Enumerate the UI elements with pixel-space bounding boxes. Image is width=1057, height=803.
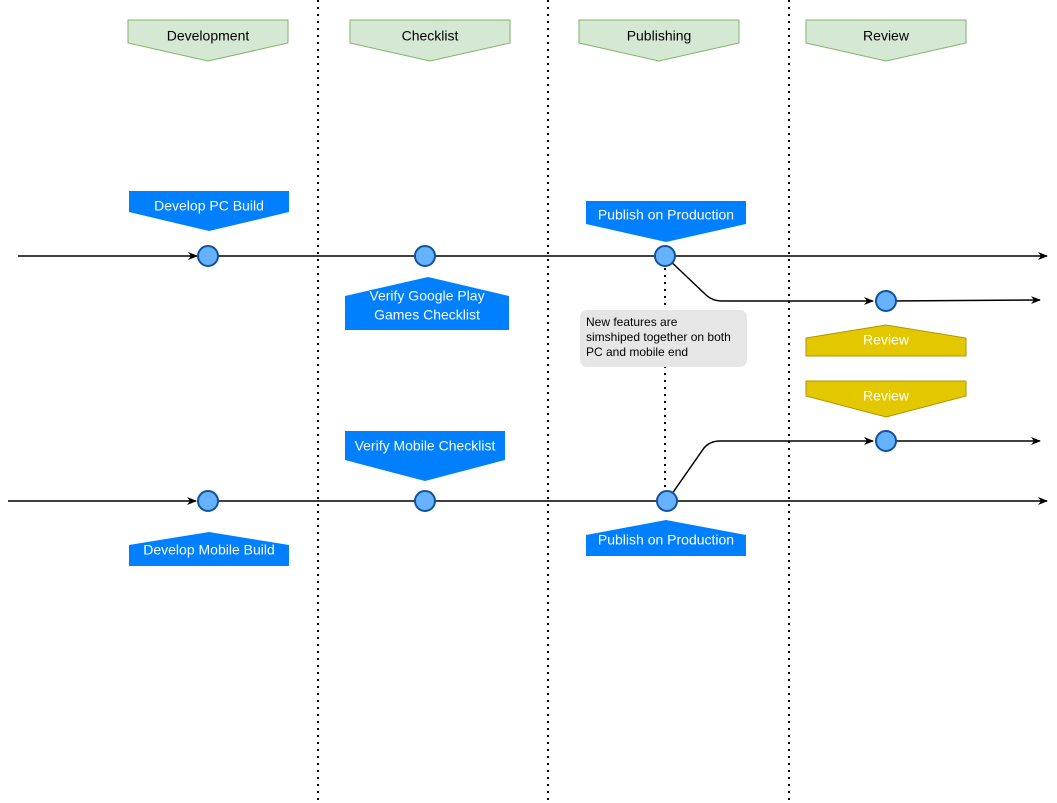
phase-header-checklist: Checklist [349,19,511,62]
mobile-publish-step[interactable]: Publish on Production [586,520,746,556]
svg-text:Develop PC Build: Develop PC Build [154,198,264,214]
pc-develop-node[interactable] [197,245,219,267]
svg-text:Review: Review [863,388,910,404]
pc-publish-step[interactable]: Publish on Production [586,201,746,242]
pc-develop-step[interactable]: Develop PC Build [129,191,289,231]
pc-review-line [885,296,1041,305]
pc-publish-node[interactable] [654,245,676,267]
pc-review-branch [664,255,874,305]
svg-text:Games Checklist: Games Checklist [374,307,480,323]
svg-text:Publish on Production: Publish on Production [598,207,734,223]
svg-text:Checklist: Checklist [402,28,459,44]
mobile-review-step[interactable]: Review [805,380,967,418]
svg-text:PC and mobile end: PC and mobile end [586,345,688,359]
svg-text:Review: Review [863,332,910,348]
mobile-develop-node[interactable] [197,490,219,512]
svg-text:Development: Development [167,28,250,44]
pc-review-node[interactable] [875,290,897,312]
mobile-verify-node[interactable] [414,490,436,512]
mobile-verify-step[interactable]: Verify Mobile Checklist [345,431,505,481]
mobile-publish-node[interactable] [656,490,678,512]
svg-text:Publishing: Publishing [627,28,692,44]
simship-note: New features are simshiped together on b… [580,310,747,367]
phase-header-publishing: Publishing [578,19,740,62]
mobile-develop-step[interactable]: Develop Mobile Build [129,532,289,566]
pc-review-step[interactable]: Review [805,324,967,357]
phase-header-development: Development [127,19,289,62]
svg-text:Publish on Production: Publish on Production [598,532,734,548]
svg-text:Verify Google Play: Verify Google Play [369,288,484,304]
phase-header-review: Review [805,19,967,62]
svg-text:Review: Review [863,28,910,44]
pc-verify-step[interactable]: Verify Google Play Games Checklist [345,277,509,330]
mobile-review-node[interactable] [875,430,897,452]
svg-text:Verify Mobile Checklist: Verify Mobile Checklist [355,438,496,454]
svg-text:simshiped together on both: simshiped together on both [586,330,731,344]
mobile-review-branch [666,437,874,502]
svg-text:Develop Mobile Build: Develop Mobile Build [143,542,275,558]
svg-text:New features are: New features are [586,315,678,329]
pc-verify-node[interactable] [414,245,436,267]
